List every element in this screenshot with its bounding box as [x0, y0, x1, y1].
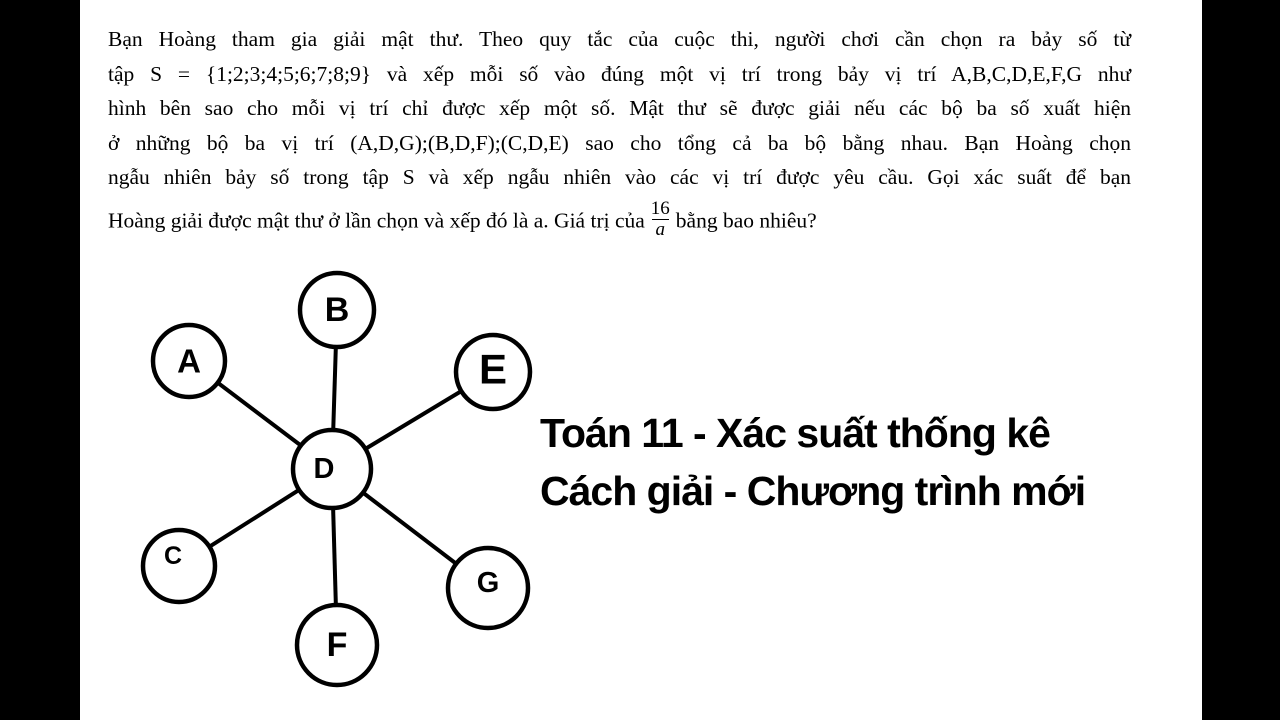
node-circle-G [445, 545, 531, 631]
video-title: Toán 11 - Xác suất thống kê Cách giải - … [540, 404, 1086, 520]
node-label-D: D [314, 453, 335, 485]
problem-line: Bạn Hoàng tham gia giải mật thư. Theo qu… [108, 27, 1131, 51]
node-label-A: A [177, 343, 201, 380]
fraction-numerator: 16 [650, 197, 670, 219]
node-label-C: C [164, 542, 182, 570]
node-circle-A [150, 322, 228, 400]
node-circle-F [294, 602, 380, 688]
right-letterbox [1202, 0, 1280, 720]
node-label-B: B [325, 291, 350, 329]
problem-text: Bạn Hoàng tham gia giải mật thư. Theo qu… [108, 22, 1131, 243]
node-circle-C [140, 527, 218, 605]
problem-last-before: Hoàng giải được mật thư ở lần chọn và xế… [108, 207, 645, 232]
problem-line-last: Hoàng giải được mật thư ở lần chọn và xế… [108, 197, 1131, 244]
node-circle-B [297, 270, 377, 350]
problem-line: ngẫu nhiên bảy số trong tập S và xếp ngẫ… [108, 165, 1131, 189]
video-title-line-1: Toán 11 - Xác suất thống kê [540, 410, 1051, 456]
problem-line: hình bên sao cho mỗi vị trí chỉ được xếp… [108, 96, 1131, 120]
node-label-F: F [327, 626, 348, 664]
problem-last-after: bằng bao nhiêu? [675, 207, 817, 232]
fraction-denominator: a [651, 219, 670, 241]
node-circle-E [453, 332, 533, 412]
node-label-E: E [479, 346, 507, 393]
video-title-line-2: Cách giải - Chương trình mới [540, 468, 1086, 514]
problem-line: ở những bộ ba vị trí (A,D,G);(B,D,F);(C,… [108, 130, 1131, 155]
problem-line: tập S = {1;2;3;4;5;6;7;8;9} và xếp mỗi s… [108, 61, 1131, 86]
node-circle-D [290, 427, 374, 511]
left-letterbox [0, 0, 80, 720]
node-label-G: G [477, 567, 500, 599]
